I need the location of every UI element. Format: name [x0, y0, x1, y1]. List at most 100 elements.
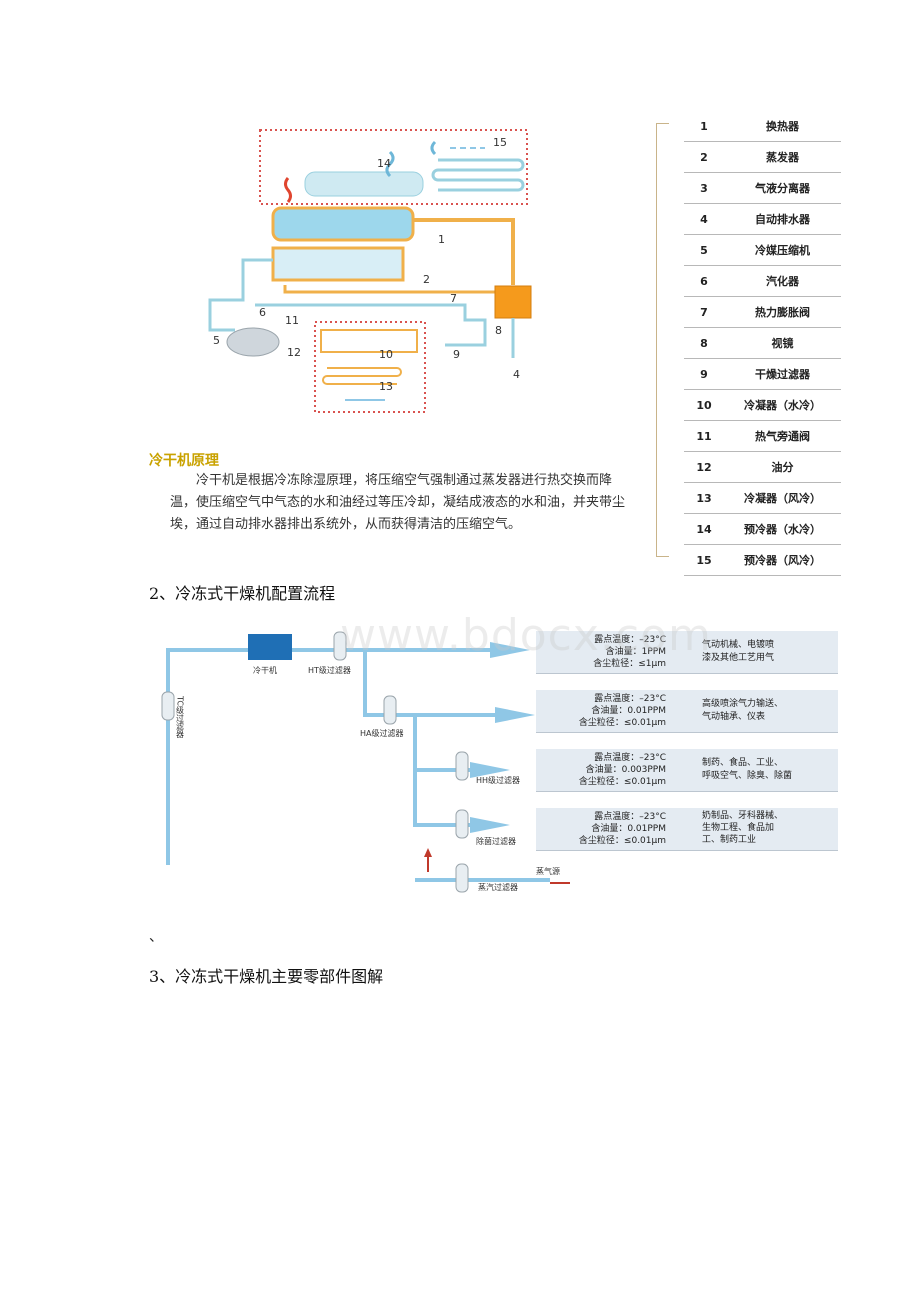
part-number: 7: [700, 305, 708, 319]
app-line: 气动机械、电镀喷: [702, 640, 775, 650]
water-condenser: [320, 329, 418, 353]
part-name: 油分: [771, 461, 794, 474]
water-inlet-icon: [385, 150, 395, 178]
condenser-group-box: [314, 321, 426, 413]
label-12: 12: [287, 346, 301, 359]
sterile-filter: [455, 809, 469, 839]
label-5: 5: [213, 334, 220, 347]
label-2: 2: [423, 273, 430, 286]
part-name: 热力膨胀阀: [755, 306, 810, 319]
part-name: 冷凝器（风冷）: [744, 492, 821, 505]
part-number: 15: [696, 553, 712, 567]
spec-box-3: 露点温度：–23°C 含油量：0.003PPM 含尘粒径：≤0.01μm 制药、…: [536, 749, 838, 791]
label-11: 11: [285, 314, 299, 327]
label-8: 8: [495, 324, 502, 337]
steam-source-label: 蒸气源: [536, 866, 560, 876]
filters: [161, 631, 469, 893]
spec-box-4: 露点温度：–23°C 含油量：0.01PPM 含尘粒径：≤0.01μm 奶制品、…: [536, 808, 838, 850]
spec-box-1: 露点温度：–23°C 含油量：1PPM 含尘粒径：≤1μm 气动机械、电镀喷 漆…: [536, 631, 838, 673]
flow-arrows: [470, 642, 535, 833]
steam-filter-label: 蒸汽过滤器: [478, 882, 518, 892]
sterile-filter-label: 除菌过滤器: [476, 836, 516, 846]
part-name: 预冷器（水冷）: [744, 523, 821, 536]
spec-dewpoint: 露点温度：–23°C: [594, 753, 666, 763]
label-4: 4: [513, 368, 520, 381]
app-line: 生物工程、食品加: [702, 823, 775, 833]
label-15: 15: [493, 136, 507, 149]
spec-oil: 含油量：0.003PPM: [585, 765, 666, 775]
ht-filter: [333, 631, 347, 661]
part-number: 9: [700, 367, 708, 381]
dryer-label: 冷干机: [253, 665, 277, 675]
parts-row: 9 干燥过滤器: [684, 359, 841, 390]
label-13: 13: [379, 380, 393, 393]
app-line: 工、制药工业: [702, 835, 757, 845]
label-1: 1: [438, 233, 445, 246]
spec-box-2: 露点温度：–23°C 含油量：0.01PPM 含尘粒径：≤0.01μm 高级喷涂…: [536, 690, 838, 732]
parts-row: 14 预冷器（水冷）: [684, 514, 841, 545]
spec-oil: 含油量：1PPM: [605, 647, 666, 657]
part-number: 14: [696, 522, 712, 536]
part-number: 8: [700, 336, 708, 350]
steam-filter: [455, 863, 469, 893]
label-9: 9: [453, 348, 460, 361]
spec-dewpoint: 露点温度：–23°C: [594, 694, 666, 704]
part-name: 蒸发器: [766, 151, 799, 164]
gas-liquid-separator: [494, 285, 532, 319]
app-line: 奶制品、牙科器械、: [702, 811, 784, 821]
hh-filter-label: HH级过滤器: [476, 775, 520, 785]
part-name: 汽化器: [766, 275, 799, 288]
part-number: 11: [696, 429, 712, 443]
label-6: 6: [259, 306, 266, 319]
part-number: 4: [700, 212, 708, 226]
principle-title: 冷干机原理: [149, 453, 219, 469]
tc-filter: [161, 691, 175, 721]
spec-dust: 含尘粒径：≤1μm: [593, 659, 666, 669]
heat-icon: [284, 177, 292, 203]
configuration-flow-diagram: 冷干机 HT级过滤器 HA级过滤器 HH级过滤器 除菌过滤器 蒸汽过滤器 蒸气源…: [161, 631, 570, 893]
label-10: 10: [379, 348, 393, 361]
red-up-arrowhead: [424, 848, 432, 857]
app-line: 呼吸空气、除臭、除菌: [702, 771, 793, 781]
orange-pipe-2: [283, 285, 495, 294]
section-heading-3: 3、冷冻式干燥机主要零部件图解: [149, 967, 384, 986]
precooler-unit: [304, 171, 424, 197]
part-name: 冷凝器（水冷）: [744, 399, 821, 412]
parts-table-bracket: [656, 123, 669, 557]
spec-oil: 含油量：0.01PPM: [591, 706, 666, 716]
label-7: 7: [450, 292, 457, 305]
blue-pipe-1: [208, 258, 273, 332]
part-number: 10: [696, 398, 712, 412]
part-name: 干燥过滤器: [755, 368, 810, 381]
app-line: 气动轴承、仪表: [702, 712, 766, 722]
part-number: 13: [696, 491, 712, 505]
spec-dust: 含尘粒径：≤0.01μm: [578, 777, 666, 787]
separator-mark: 、: [149, 929, 163, 945]
parts-row: 2 蒸发器: [684, 142, 841, 173]
spec-dust: 含尘粒径：≤0.01μm: [578, 836, 666, 846]
spec-dust: 含尘粒径：≤0.01μm: [578, 718, 666, 728]
part-number: 1: [700, 119, 708, 133]
evaporator: [271, 246, 405, 282]
precooler-group-box: [259, 129, 528, 205]
app-line: 制药、食品、工业、: [702, 758, 784, 768]
refrigerant-compressor: [226, 327, 280, 357]
refrigerated-dryer: [248, 634, 292, 660]
part-name: 预冷器（风冷）: [744, 554, 821, 567]
orange-pipe: [413, 218, 515, 285]
hh-filter: [455, 751, 469, 781]
air-flow-icon: [430, 140, 437, 156]
flow-pipes: [166, 648, 550, 882]
part-name: 气液分离器: [755, 182, 810, 195]
part-number: 2: [700, 150, 708, 164]
app-line: 漆及其他工艺用气: [702, 653, 775, 663]
principle-text: 冷干机是根据冷冻除湿原理，将压缩空气强制通过蒸发器进行热交换而降温，使压缩空气中…: [170, 473, 626, 532]
